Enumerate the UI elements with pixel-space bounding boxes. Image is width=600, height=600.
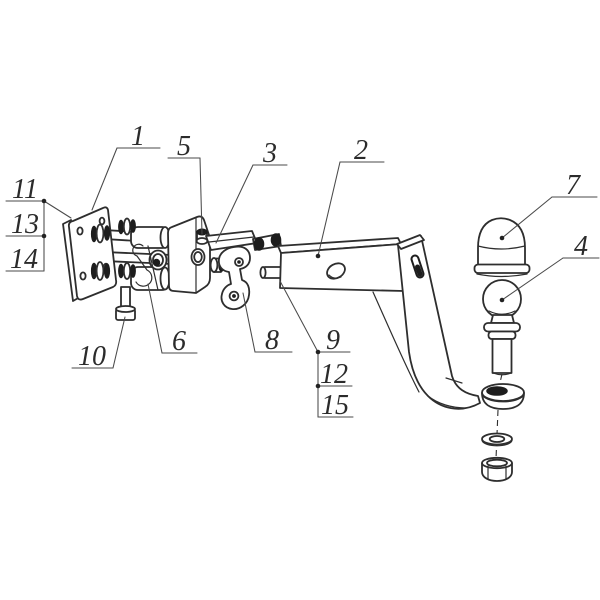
callout-label-3: 3 xyxy=(262,138,277,169)
callout-label-12: 12 xyxy=(320,359,348,390)
r-clip xyxy=(132,243,159,291)
tow-ball xyxy=(482,279,522,376)
flange-plate xyxy=(62,206,118,302)
callout-label-9: 9 xyxy=(326,325,340,356)
bolt-stack-top-far xyxy=(118,217,136,236)
callout-label-1: 1 xyxy=(131,121,145,152)
flange-bolt-stacks xyxy=(90,217,136,281)
callout-label-13: 13 xyxy=(11,209,39,240)
callout-label-8: 8 xyxy=(265,325,279,356)
bolt-stack-bottom-far xyxy=(118,262,136,280)
hex-nut xyxy=(481,456,513,482)
washer xyxy=(481,432,513,447)
callout-labels: 1 5 3 2 7 4 11 13 14 10 6 8 9 12 15 xyxy=(10,121,588,421)
callout-label-14: 14 xyxy=(10,244,38,275)
lower-bolt xyxy=(115,286,136,321)
callout-label-7: 7 xyxy=(566,170,581,201)
cross-beam xyxy=(277,237,405,292)
link-arm xyxy=(205,230,282,273)
ball-platform xyxy=(481,383,525,410)
bolt-stack-top-near xyxy=(90,223,111,244)
callout-label-10: 10 xyxy=(78,341,106,372)
ball-cover xyxy=(473,217,531,278)
callout-label-15: 15 xyxy=(321,390,349,421)
bolt-stack-bottom-near xyxy=(90,261,111,281)
callout-label-5: 5 xyxy=(177,131,191,162)
callout-label-6: 6 xyxy=(172,326,186,357)
leader-lines xyxy=(5,147,600,418)
drop-shank xyxy=(372,234,481,410)
latch-plate xyxy=(217,245,251,310)
callout-label-4: 4 xyxy=(574,231,588,262)
callout-label-11: 11 xyxy=(12,174,38,205)
callout-label-2: 2 xyxy=(354,135,368,166)
